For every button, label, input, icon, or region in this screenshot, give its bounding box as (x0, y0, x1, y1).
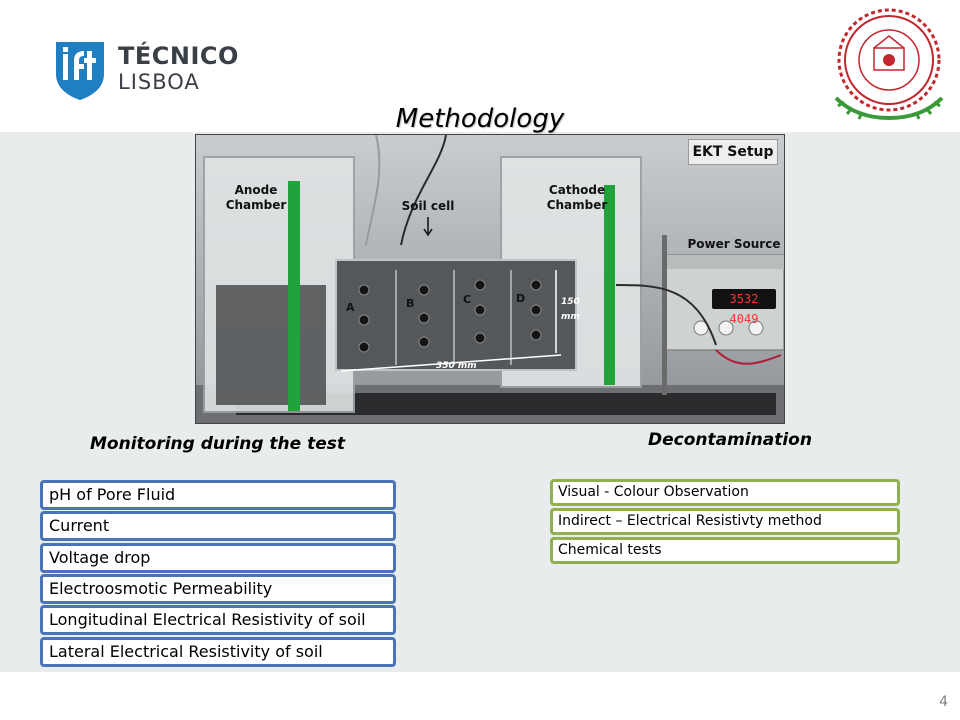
monitoring-item: Longitudinal Electrical Resistivity of s… (40, 605, 396, 635)
logo-text-lisboa: LISBOA (118, 70, 200, 94)
cathode-chamber-label: Cathode Chamber (546, 183, 608, 212)
logo-text-tecnico: TÉCNICO (118, 42, 239, 70)
institute-emblem-icon (834, 8, 944, 121)
page-number: 4 (939, 694, 948, 710)
ekt-setup-photo: EKT Setup Anode Chamber Cathode Chamber … (195, 134, 785, 424)
section-label-d: D (516, 292, 526, 305)
tecnico-lisboa-logo: TÉCNICO LISBOA (54, 40, 238, 104)
soil-cell-label: Soil cell (401, 199, 455, 213)
anode-chamber-label: Anode Chamber (225, 183, 287, 212)
power-source-label: Power Source (687, 237, 781, 251)
section-label-a: A (346, 301, 355, 314)
section-label-b: B (406, 297, 415, 310)
decontamination-heading: Decontamination (648, 430, 812, 450)
ekt-setup-label: EKT Setup (688, 139, 778, 165)
power-source-display: 3532 4049 (712, 289, 776, 326)
monitoring-item: Voltage drop (40, 543, 396, 573)
monitoring-item: Lateral Electrical Resistivity of soil (40, 637, 396, 667)
monitoring-item: Electroosmotic Permeability (40, 574, 396, 604)
width-dimension-label: 350 mm (436, 361, 477, 371)
monitoring-heading: Monitoring during the test (90, 434, 345, 454)
decontamination-item: Indirect – Electrical Resistivty method (550, 508, 900, 535)
height-dimension-label: 150 mm (561, 297, 580, 322)
ekt-apparatus-illustration (196, 135, 784, 423)
decontamination-item: Visual - Colour Observation (550, 479, 900, 506)
section-label-c: C (463, 293, 472, 306)
monitoring-item: pH of Pore Fluid (40, 480, 396, 510)
decontamination-item: Chemical tests (550, 537, 900, 564)
slide-title: Methodology (395, 104, 565, 134)
ist-shield-icon (56, 42, 104, 100)
monitoring-item: Current (40, 511, 396, 541)
